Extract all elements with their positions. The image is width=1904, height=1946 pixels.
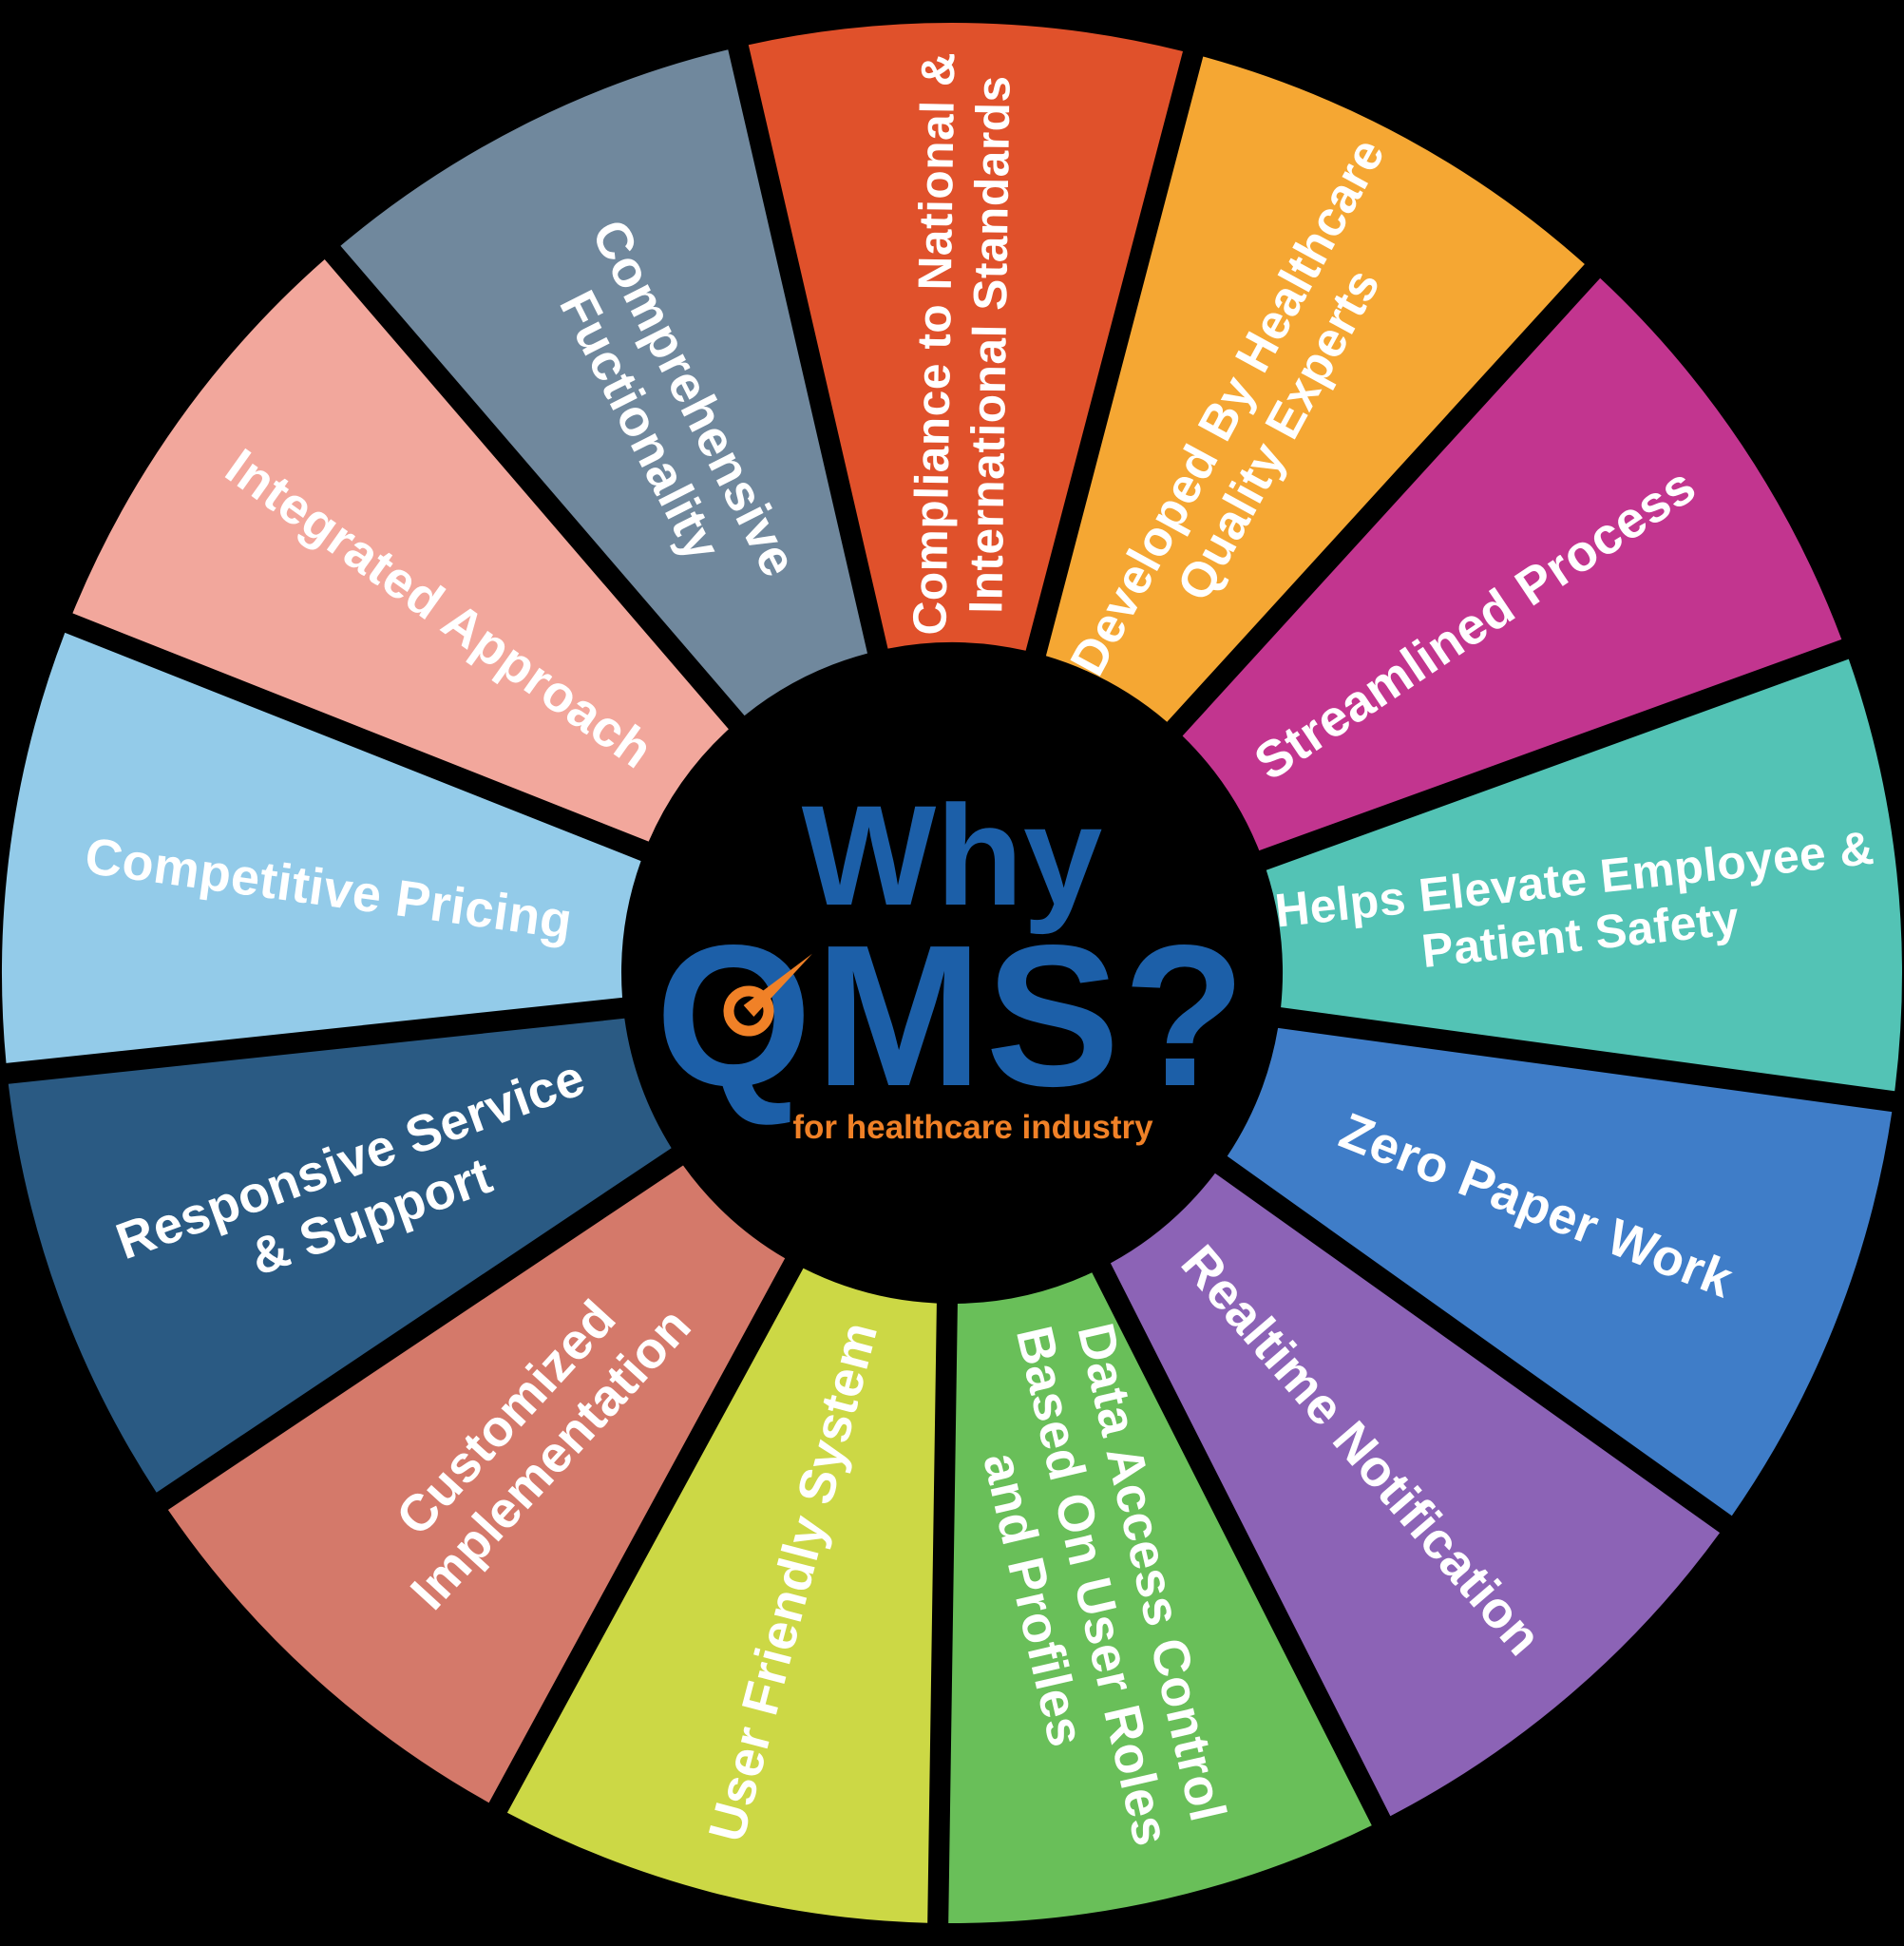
gauge-needle-icon <box>723 953 812 1037</box>
wheel-segment-competitive-pricing <box>1 632 641 1063</box>
wheel-segment-realtime-notification <box>1110 1173 1721 1817</box>
wheel-segment-integrated-approach <box>72 259 729 842</box>
center-subtitle: for healthcare industry <box>792 1109 1153 1146</box>
wheel-segment-compliance-standards <box>748 23 1183 651</box>
wheel-segment-healthcare-experts <box>1045 56 1585 722</box>
wheel-segment-customized-implementation <box>167 1165 786 1803</box>
wheel-segment-zero-paper-work <box>1227 1027 1893 1517</box>
wheel-segment-user-friendly-system <box>506 1268 937 1923</box>
gauge-needle <box>743 953 812 1017</box>
wheel-segment-employee-patient-safety <box>1266 658 1902 1092</box>
wheel-segment-comprehensive-functionality <box>340 49 867 716</box>
wheel-segments: Compliance to National &International St… <box>1 23 1902 1924</box>
center-title-line2: QMS? <box>656 903 1248 1128</box>
center-title-line1: Why <box>802 775 1103 935</box>
wheel-segment-responsive-service <box>8 1018 672 1493</box>
segment-label-compliance-standards: Compliance to National &International St… <box>903 51 1020 636</box>
center-disc <box>623 644 1281 1302</box>
wheel-segment-streamlined-process <box>1182 277 1842 851</box>
wheel-segment-data-access-control <box>948 1272 1372 1924</box>
